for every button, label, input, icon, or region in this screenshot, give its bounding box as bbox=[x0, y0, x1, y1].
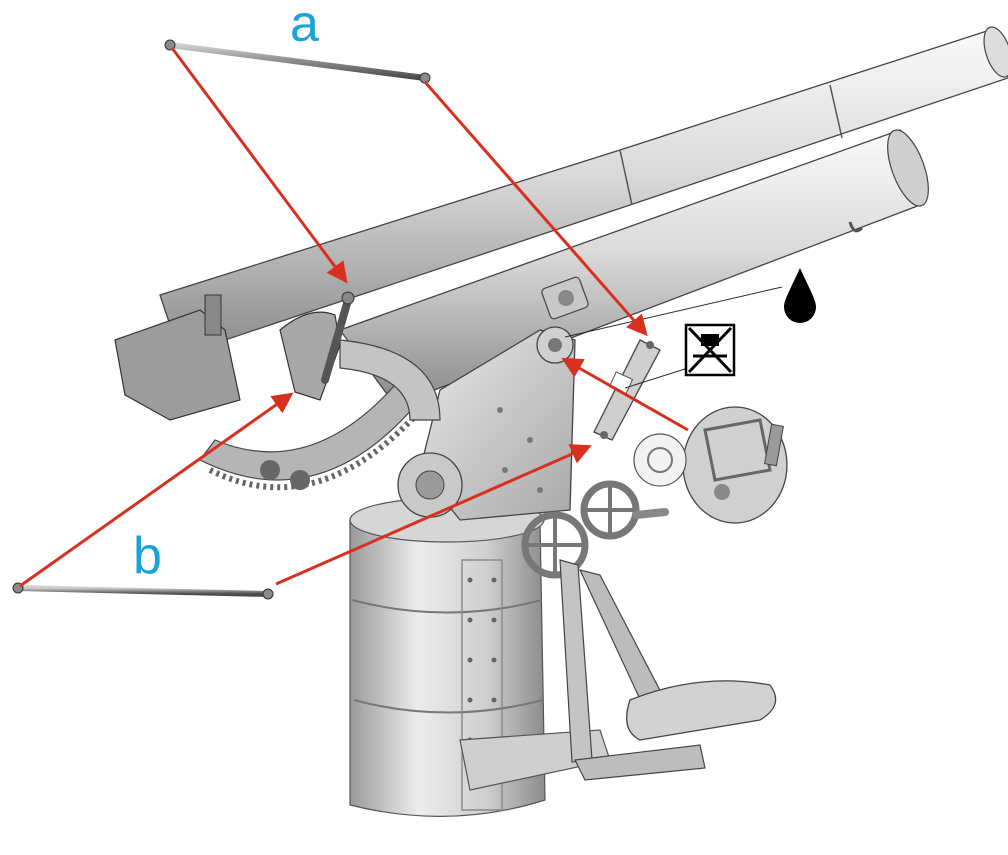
sight-unit bbox=[633, 406, 788, 524]
arrow-b-left bbox=[19, 392, 294, 588]
oil-drop-icon bbox=[784, 268, 816, 323]
rod-b bbox=[12, 582, 274, 600]
pedal-lever bbox=[559, 559, 777, 781]
leader-lines bbox=[564, 286, 783, 389]
arrow-sight bbox=[561, 357, 689, 432]
bracket-plate bbox=[593, 339, 661, 441]
handwheels bbox=[521, 480, 669, 579]
arrow-a-right bbox=[423, 81, 648, 337]
label-a: a bbox=[290, 0, 319, 53]
elevating-gear bbox=[114, 291, 441, 491]
rod-a bbox=[164, 39, 431, 84]
barrel-assembly bbox=[159, 26, 1008, 406]
arrow-b-right bbox=[275, 444, 592, 586]
arrow-a-left bbox=[170, 47, 348, 284]
label-b: b bbox=[133, 527, 162, 585]
crossed-lubrication-box-icon bbox=[684, 323, 736, 377]
arrows bbox=[19, 47, 689, 588]
trunnion-housing bbox=[397, 452, 463, 518]
